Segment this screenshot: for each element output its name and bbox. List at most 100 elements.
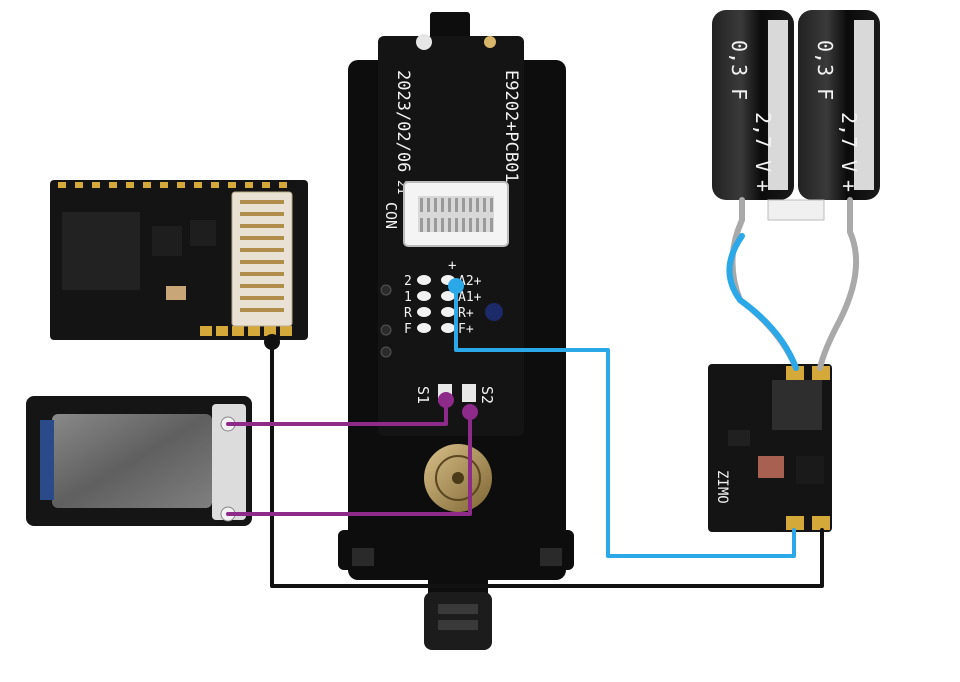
pad-label-right: A1+ [458,290,482,305]
connector-pin [240,272,284,276]
connector-pin [490,218,493,232]
capacitor-1-polarity: + [751,180,775,192]
speaker-pad-s2 [462,384,476,402]
chassis-slot-left [352,548,374,566]
capacitor-bridge [767,199,825,221]
connector-pin [462,218,465,232]
sound-decoder-cap [166,286,186,300]
edge-pad [126,182,134,188]
speaker-pad-s2-label: S2 [478,386,496,404]
coupler-base [428,540,488,600]
flywheel-ring [435,455,481,501]
function-pad-right [441,291,455,301]
edge-pad [280,326,292,336]
connector-pin [427,218,430,232]
connector-pin [434,198,437,212]
wire-black [270,340,824,588]
connector-pin [240,200,284,204]
sound-decoder-edge-pads [58,182,292,336]
edge-pad [211,182,219,188]
pad-label-left: 2 [404,274,412,289]
function-pad-left [417,323,431,333]
edge-pad [109,182,117,188]
speaker-edge-highlight [40,420,54,500]
pad-label-right: R+ [458,306,474,321]
mounting-hole [380,324,392,336]
connector-pin [420,198,423,212]
connector-pin [448,218,451,232]
connector-pin [240,224,284,228]
edge-pad [262,182,270,188]
connector-pin [476,218,479,232]
connector-pin [455,218,458,232]
function-pad-left [417,291,431,301]
mounting-hole [380,346,392,358]
speaker: speaker-icon [26,396,252,526]
pad-label-right: F+ [458,322,474,337]
function-pad-left [417,275,431,285]
track-contact-left [416,34,432,50]
edge-pad [200,326,212,336]
edge-pad [75,182,83,188]
board-plus-mark: + [448,258,456,274]
capacitor-1-voltage: 2,7 V [751,112,775,172]
connector-pin [469,218,472,232]
capacitor-1-stripe [768,20,788,190]
speaker-cone-cover [52,414,212,508]
edge-pad [216,326,228,336]
connector-pin [240,260,284,264]
pad-label-left: R [404,306,412,321]
wire-blue-end-plus [448,278,464,294]
sound-decoder-connector-pins [240,200,284,312]
connector-pin [427,198,430,212]
board-date-code: 2023/02/06 [393,70,413,172]
connector-pin [469,198,472,212]
connector-pin [490,198,493,212]
pad-label-left: 1 [404,290,412,305]
connector-pin [420,218,423,232]
edge-pad [264,326,276,336]
buffer-module: ZIMO [708,364,832,532]
edge-pad [228,182,236,188]
wire-purple-end-s2 [462,404,478,420]
buffer-pad-out-plus [812,516,830,530]
connector-pin [240,212,284,216]
wire-black-end-decoder [264,334,280,350]
capacitors: capacitor-icon 0,3 F 2,7 V + 0,3 F 2,7 V… [712,10,880,221]
connector-pin [448,198,451,212]
capacitor-lead-left-blue [726,233,799,371]
buffer-component-2 [758,456,784,478]
sound-decoder: chip-icon [50,180,308,340]
edge-pad [143,182,151,188]
sound-decoder-main-chip: chip-icon [62,212,140,290]
sound-decoder-ic-small-2 [190,220,216,246]
flywheel-hub [452,472,464,484]
led-blue [485,303,503,321]
capacitor-1: 0,3 F 2,7 V + [712,10,794,200]
buffer-component [728,430,750,446]
buffer-module-ic [772,380,822,430]
capacitor-2-polarity: + [837,180,861,192]
connector-pin [240,296,284,300]
board-connector-label: CON [382,202,400,229]
track-contact-right [484,36,496,48]
edge-pad [248,326,260,336]
speaker-terminal-block [212,404,246,520]
edge-pad [92,182,100,188]
wire-blue [454,284,796,558]
function-pad-right [441,307,455,317]
connector-pin [441,218,444,232]
wires [226,197,860,588]
connector-pin [441,198,444,212]
pad-label-left: F [404,322,412,337]
speaker-pad-s1-label: S1 [414,386,432,404]
buffer-pad-cap-plus [812,366,830,380]
chassis-top-tab [430,12,470,42]
wire-purple-end-s1 [438,392,454,408]
edge-pad [58,182,66,188]
board-part-number: E9202+PCB01 [501,70,521,183]
function-pad-right [441,323,455,333]
